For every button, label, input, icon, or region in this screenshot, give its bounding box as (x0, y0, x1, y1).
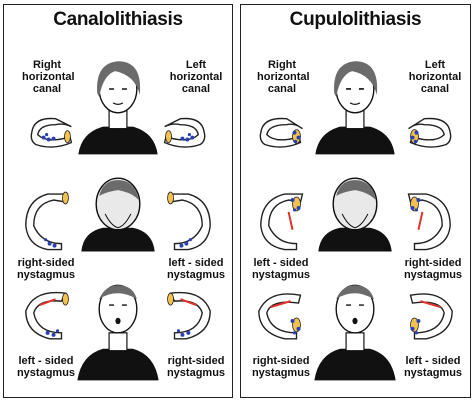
person-looking-up-icon (77, 284, 159, 381)
otoconia-icon (292, 130, 301, 144)
otoconia-icon (410, 318, 421, 335)
cupulolithiasis-illustration (258, 61, 453, 381)
semicircular-canal-icon (407, 193, 451, 251)
person-front-icon (78, 61, 158, 155)
semicircular-canal-icon (30, 117, 73, 148)
semicircular-canal-icon (258, 293, 302, 340)
cupula-icon (167, 191, 174, 205)
panel-title: Canalolithiasis (53, 9, 183, 30)
semicircular-canal-icon (25, 291, 69, 340)
row2-right-label: right-sided nystagmus (403, 257, 463, 281)
row2-left-label: right-sided nystagmus (16, 257, 76, 281)
otoconia-icon (290, 318, 301, 335)
panel-title: Cupulolithiasis (289, 9, 422, 30)
semicircular-canal-icon (408, 117, 452, 148)
otoconia-icon (410, 198, 421, 212)
row3-right-label: right-sided nystagmus (166, 355, 226, 379)
cupula-icon (165, 130, 172, 143)
flow-arrow-icon (417, 211, 424, 230)
person-top-of-head-icon (318, 177, 392, 252)
row3-right-label: left - sided nystagmus (403, 355, 463, 379)
otoconia-icon (180, 132, 195, 142)
flow-arrow-icon (287, 211, 294, 230)
row1-left-label: Right horizontal canal (22, 59, 75, 95)
cupula-icon (64, 130, 71, 143)
person-looking-up-icon (314, 284, 396, 381)
otoconia-icon (410, 130, 419, 144)
row3-left-label: left - sided nystagmus (16, 355, 76, 379)
semicircular-canal-icon (167, 191, 211, 251)
canalolithiasis-panel: Canalolithiasis Right horizontal canal L… (3, 4, 233, 398)
row1-right-label: Left horizontal canal (408, 59, 462, 95)
semicircular-canal-icon (260, 193, 304, 251)
row1-right-label: Left horizontal canal (169, 59, 223, 95)
flow-arrow-icon (420, 300, 441, 309)
semicircular-canal-icon (409, 293, 453, 340)
flow-arrow-icon (270, 300, 291, 309)
semicircular-canal-icon (25, 191, 69, 251)
flow-arrow-icon (39, 298, 56, 307)
row3-left-label: right-sided nystagmus (251, 355, 311, 379)
row1-left-label: Right horizontal canal (257, 59, 310, 95)
flow-arrow-icon (180, 298, 197, 307)
cupula-icon (167, 292, 174, 306)
canalolithiasis-illustration (25, 61, 211, 381)
otoconia-icon (290, 198, 301, 212)
otoconia-icon (176, 329, 191, 337)
semicircular-canal-icon (163, 117, 206, 148)
otoconia-icon (45, 329, 60, 337)
otoconia-icon (41, 132, 56, 142)
cupula-icon (62, 191, 69, 205)
row2-left-label: left - sided nystagmus (251, 257, 311, 281)
semicircular-canal-icon (167, 291, 211, 340)
otoconia-icon (44, 238, 57, 248)
semicircular-canal-icon (259, 117, 303, 148)
person-top-of-head-icon (81, 177, 155, 252)
row2-right-label: left - sided nystagmus (166, 257, 226, 281)
cupulolithiasis-panel: Cupulolithiasis Right horizontal canal L… (240, 4, 471, 398)
otoconia-icon (179, 238, 192, 248)
person-front-icon (315, 61, 395, 155)
cupula-icon (62, 292, 69, 306)
